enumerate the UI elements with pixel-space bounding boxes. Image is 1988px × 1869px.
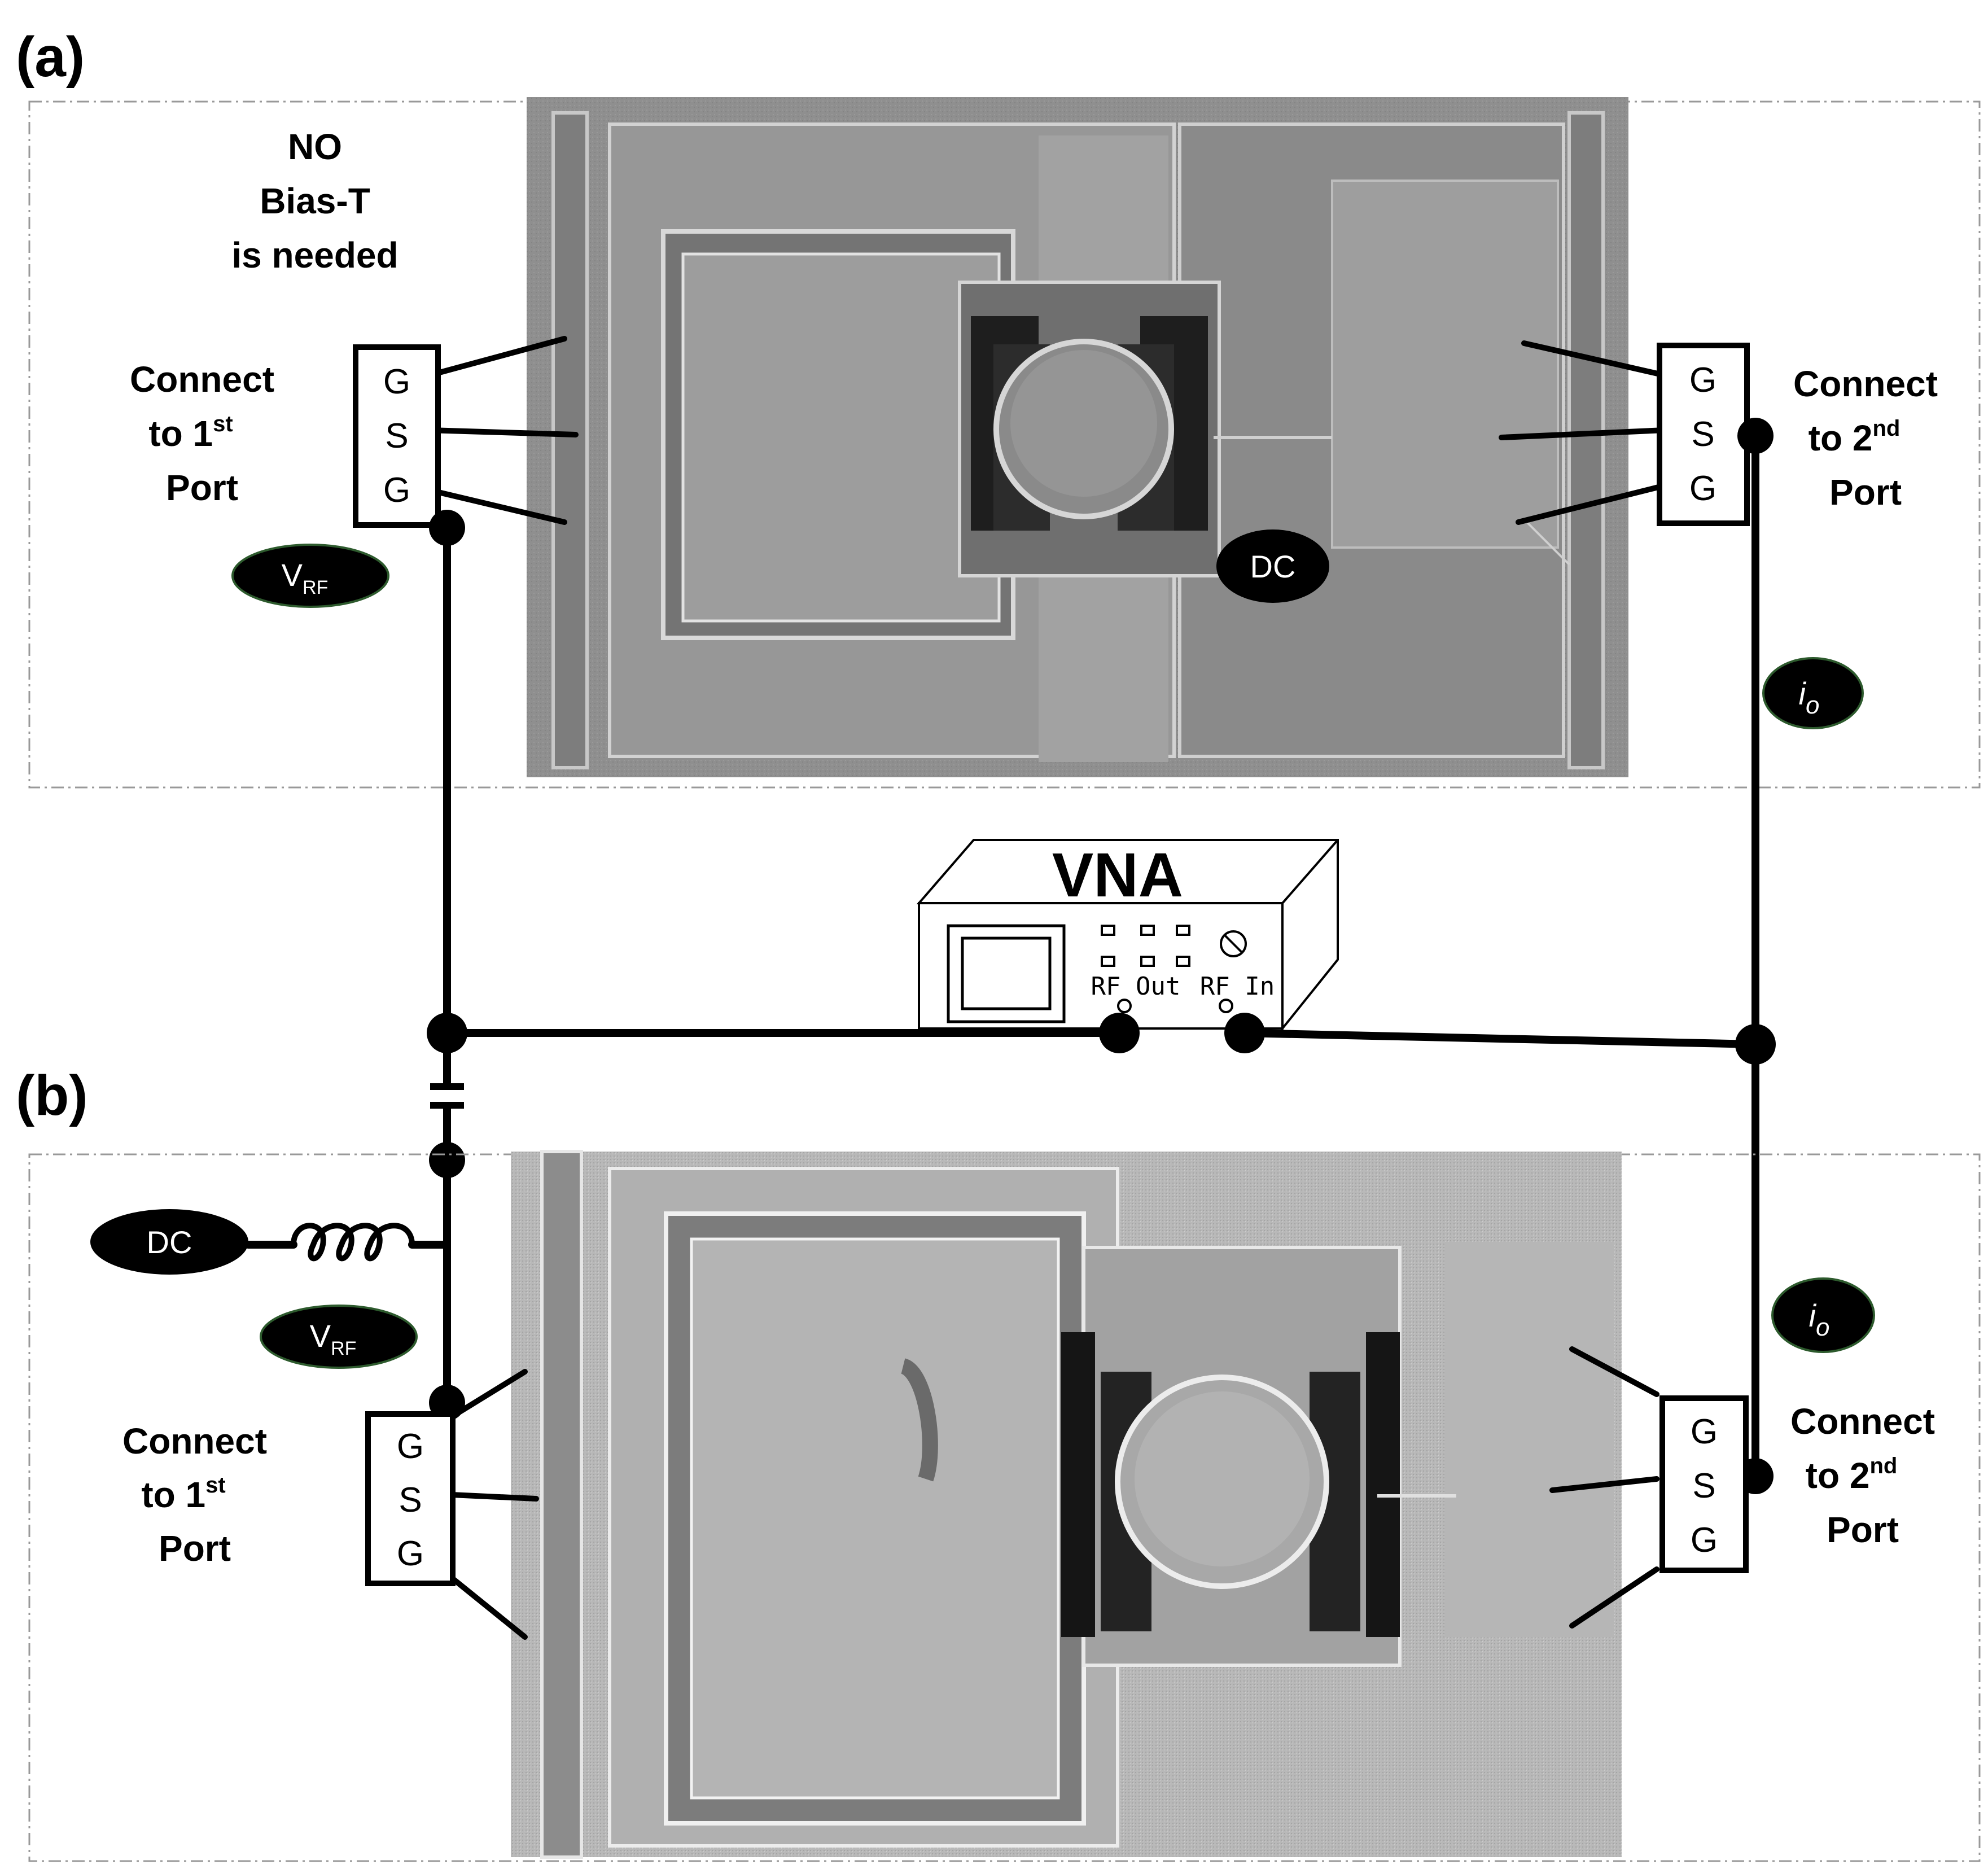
probe-s: S — [1692, 1467, 1715, 1505]
vna-instrument: VNA RF Out RF In — [916, 839, 1339, 1032]
svg-text:Connect: Connect — [130, 359, 274, 400]
svg-text:DC: DC — [147, 1224, 192, 1260]
probe-g2: G — [1689, 469, 1716, 508]
svg-text:Connect: Connect — [1790, 1401, 1935, 1442]
svg-text:Bias-T: Bias-T — [260, 181, 370, 221]
connect-second-port-b: Connect to 2nd Port — [1790, 1401, 1935, 1550]
svg-text:Connect: Connect — [122, 1421, 267, 1461]
rf-in-label: RF In — [1200, 972, 1275, 1001]
connect-second-port-a: Connect to 2nd Port — [1793, 364, 1938, 513]
bias-tee-note: NO Bias-T is needed — [231, 126, 398, 275]
svg-text:Connect: Connect — [1793, 364, 1938, 404]
svg-text:VRF: VRF — [310, 1318, 357, 1359]
probe-g2: G — [383, 471, 410, 510]
vrf-oval-b: VRF — [260, 1305, 418, 1369]
io-oval-b: io — [1771, 1277, 1875, 1353]
svg-text:is needed: is needed — [231, 235, 398, 275]
right-gsg-probe-b: G S G — [1659, 1395, 1749, 1573]
knob-icon — [1220, 930, 1247, 957]
svg-text:NO: NO — [288, 126, 342, 167]
panel-a-label: (a) — [16, 25, 85, 89]
svg-text:VRF: VRF — [282, 557, 329, 598]
svg-text:DC: DC — [1250, 549, 1296, 584]
probe-s: S — [385, 417, 408, 456]
probe-g1: G — [1691, 1412, 1718, 1451]
svg-text:Port: Port — [166, 467, 238, 508]
capacitor-icon — [430, 1083, 464, 1109]
probe-tips-b — [449, 1346, 1659, 1640]
svg-text:Port: Port — [159, 1528, 231, 1569]
left-gsg-probe-b: G S G — [365, 1411, 456, 1586]
svg-text:io: io — [1809, 1298, 1830, 1341]
probe-g2: G — [1691, 1521, 1718, 1560]
vna-title: VNA — [1052, 841, 1183, 910]
sem-image-b — [511, 1150, 1622, 1859]
dc-oval-b: DC — [90, 1209, 248, 1275]
sem-image-a — [527, 97, 1628, 777]
rf-in-connector-icon — [1219, 999, 1233, 1013]
probe-s: S — [1691, 415, 1714, 454]
probe-g2: G — [397, 1534, 424, 1573]
svg-text:Port: Port — [1829, 472, 1902, 513]
probe-g1: G — [383, 362, 410, 401]
io-oval-a: io — [1762, 657, 1864, 729]
svg-text:io: io — [1799, 676, 1820, 719]
left-gsg-probe-a: G S G — [353, 344, 441, 528]
svg-text:to 2nd: to 2nd — [1809, 416, 1901, 458]
probe-tips-a — [426, 336, 1668, 525]
inductor-icon — [291, 1223, 415, 1262]
wiring — [244, 431, 1759, 1480]
svg-text:to 2nd: to 2nd — [1806, 1454, 1898, 1496]
right-gsg-probe-a: G S G — [1657, 343, 1750, 526]
rf-out-connector-icon — [1117, 999, 1132, 1013]
dc-oval-a: DC — [1216, 529, 1329, 603]
probe-g1: G — [1689, 361, 1716, 400]
vrf-oval-a: VRF — [231, 544, 389, 608]
rf-out-label: RF Out — [1091, 972, 1181, 1001]
connect-first-port-b: Connect to 1st Port — [122, 1421, 267, 1569]
svg-text:Port: Port — [1827, 1509, 1899, 1550]
svg-text:to 1st: to 1st — [141, 1473, 225, 1515]
probe-s: S — [399, 1481, 422, 1520]
panel-b-label: (b) — [16, 1064, 88, 1127]
svg-text:to 1st: to 1st — [148, 412, 233, 454]
connect-first-port-a: Connect to 1st Port — [130, 359, 274, 508]
probe-g1: G — [397, 1427, 424, 1466]
